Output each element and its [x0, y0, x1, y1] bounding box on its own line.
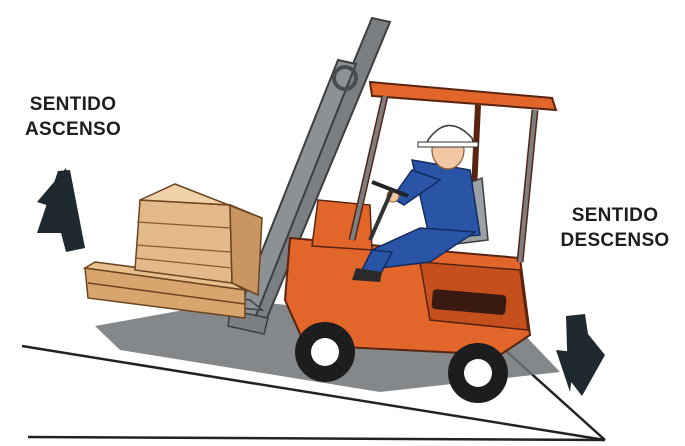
arrow-down-right-icon: [556, 314, 605, 396]
arrow-up-left-icon: [37, 168, 85, 252]
descend-label-line2: DESCENSO: [548, 228, 682, 253]
rear-wheel: [448, 343, 508, 403]
front-wheel: [295, 322, 355, 382]
descend-label-line1: SENTIDO: [548, 203, 682, 228]
ascend-label-line2: ASCENSO: [14, 117, 132, 142]
descend-direction-label: SENTIDO DESCENSO: [548, 203, 682, 253]
ascend-label-line1: SENTIDO: [14, 92, 132, 117]
ascend-direction-label: SENTIDO ASCENSO: [14, 92, 132, 142]
